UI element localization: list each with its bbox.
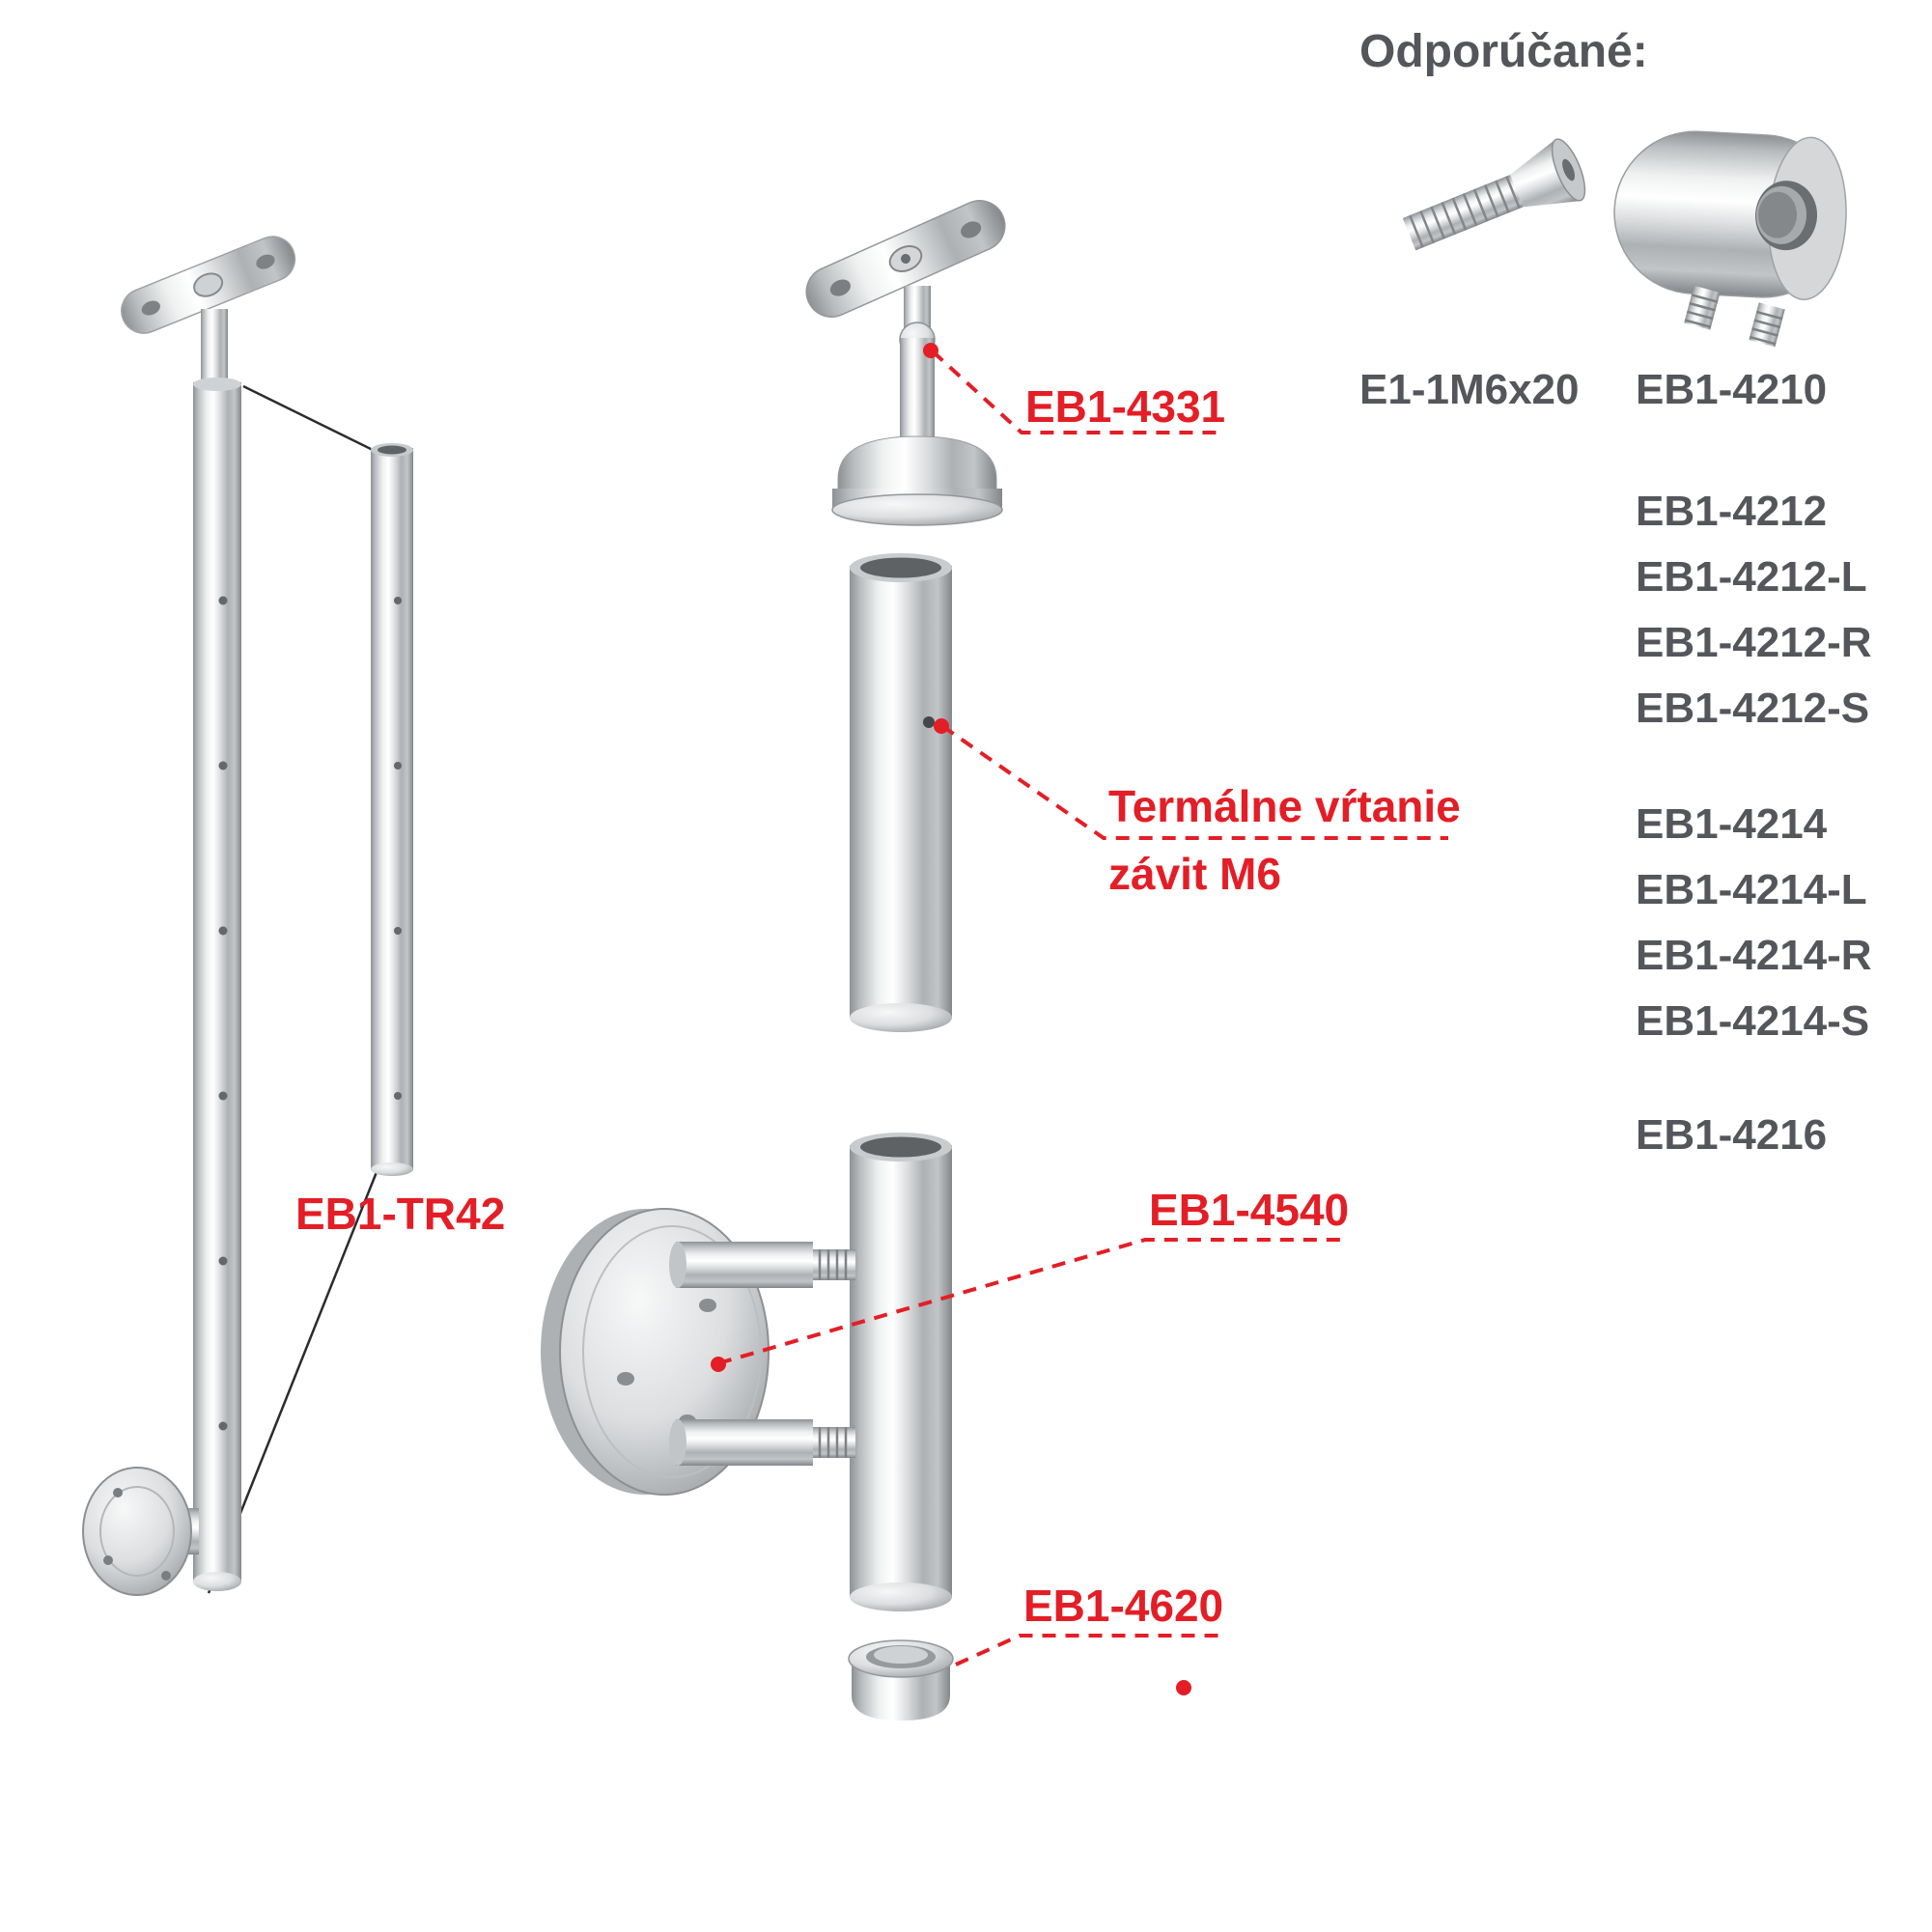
callout-eb1-4331: EB1-4331 [1025, 381, 1226, 432]
holder-set-screw-left [1684, 285, 1721, 330]
part-label-eb1-4216: EB1-4216 [1636, 1111, 1828, 1159]
leader-eb1-4331 [931, 350, 1222, 434]
holder-set-screw-right [1749, 302, 1785, 348]
part-label-holder: EB1-4210 [1636, 366, 1828, 413]
callout-thermal-line1: Termálne vŕtanie [1108, 781, 1461, 831]
anchor-stud-top [669, 1242, 855, 1288]
leader-eb1-4620 [955, 1634, 1222, 1666]
part-label-eb1-4214: EB1-4214 [1636, 800, 1828, 848]
part-label-eb1-4212: EB1-4212 [1636, 488, 1828, 535]
spare-tube-holes [394, 597, 402, 1100]
handrail-support [805, 200, 1006, 526]
reference-line-top [242, 384, 374, 452]
spare-tube [371, 443, 413, 1176]
end-cap [848, 1639, 954, 1721]
anchor-stud-bottom [669, 1419, 855, 1466]
callout-leader-lines [717, 350, 1448, 1666]
recommended-title: Odporúčané: [1359, 26, 1648, 77]
handrail-support-base [837, 435, 997, 491]
wall-anchor-plate [541, 1208, 855, 1496]
part-label-eb1-4212-l: EB1-4212-L [1636, 553, 1867, 601]
callout-eb1-4540: EB1-4540 [1149, 1185, 1350, 1235]
handrail-support-saddle [805, 200, 1006, 318]
part-label-eb1-4212-r: EB1-4212-R [1636, 619, 1872, 666]
recommended-screw [1402, 138, 1586, 251]
part-label-eb1-4214-l: EB1-4214-L [1636, 866, 1867, 913]
left-post-top-cap [193, 378, 241, 391]
leader-thermal [940, 724, 1448, 840]
callout-thermal-line2: závit M6 [1108, 849, 1281, 899]
callout-eb1-tr42: EB1-TR42 [295, 1189, 506, 1239]
middle-tube-upper [850, 553, 952, 1032]
left-post-wall-flange [82, 1467, 199, 1596]
left-post-tube [193, 382, 241, 1582]
left-post-holes [218, 596, 228, 1431]
left-post-assembly [82, 236, 378, 1596]
thermal-drill-hole [923, 716, 935, 728]
part-label-eb1-4214-r: EB1-4214-R [1636, 932, 1872, 979]
part-label-eb1-4212-s: EB1-4212-S [1636, 685, 1870, 732]
leader-eb1-4540 [717, 1238, 1348, 1365]
recommended-holder [1613, 130, 1847, 348]
part-label-eb1-4214-s: EB1-4214-S [1636, 997, 1870, 1045]
callout-dots [711, 343, 1191, 1695]
left-post-saddle [121, 236, 296, 334]
middle-tube-lower [850, 1133, 952, 1611]
callout-eb1-4620: EB1-4620 [1023, 1581, 1224, 1631]
left-post-stem [201, 309, 228, 386]
left-post-bottom-cap [193, 1572, 241, 1591]
part-label-screw: E1-1M6x20 [1359, 366, 1580, 413]
